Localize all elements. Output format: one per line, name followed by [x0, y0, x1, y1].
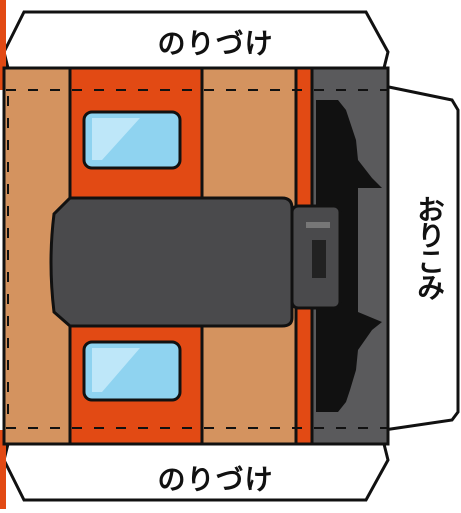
connector-detail [306, 222, 330, 228]
side-fold-label: おりこみ [413, 195, 446, 299]
window-bottom-glare [92, 348, 140, 392]
left-edge-stripe-top [0, 0, 6, 90]
gangway-plate [49, 196, 294, 328]
left-edge-stripe-bottom [0, 430, 6, 509]
connector-slot [312, 240, 326, 278]
bottom-glue-label: のりづけ [157, 463, 274, 496]
window-top-glare [92, 118, 140, 160]
top-glue-label: のりづけ [157, 27, 274, 60]
black-coupler-shape [316, 100, 382, 412]
fold-lines [6, 89, 389, 429]
